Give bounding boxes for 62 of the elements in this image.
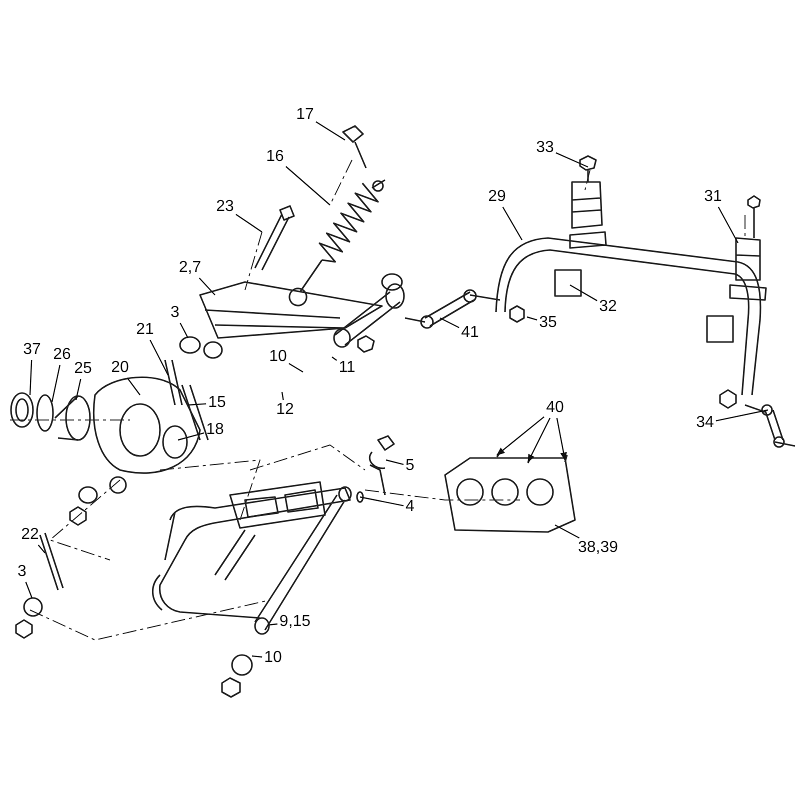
- leader-line: [526, 316, 538, 320]
- leader-line: [554, 524, 580, 539]
- callout-number: 21: [136, 321, 154, 339]
- leader-line: [25, 582, 33, 598]
- leader-line: [332, 356, 338, 361]
- leader-line: [440, 317, 460, 328]
- leader-line: [718, 206, 739, 244]
- callout-number: 37: [23, 341, 41, 359]
- callout-number: 20: [111, 359, 129, 377]
- leader-arrow: [496, 416, 544, 456]
- leader-line: [360, 496, 404, 506]
- leader-line: [268, 623, 278, 626]
- callout-number: 31: [704, 188, 722, 206]
- callout-number: 32: [599, 298, 617, 316]
- callout-number: 41: [461, 324, 479, 342]
- callout-number: 15: [208, 394, 226, 412]
- leader-line: [286, 166, 330, 206]
- callout-number: 26: [53, 346, 71, 364]
- callout-number: 10: [264, 649, 282, 667]
- leader-line: [188, 403, 206, 406]
- callout-number: 33: [536, 139, 554, 157]
- leader-line: [29, 360, 32, 396]
- leader-line: [38, 544, 46, 554]
- leader-line: [75, 378, 82, 400]
- leader-line: [316, 121, 346, 140]
- callout-number: 18: [206, 421, 224, 439]
- callout-number: 2,7: [178, 259, 202, 277]
- callout-number: 40: [546, 399, 564, 417]
- leader-line: [386, 459, 404, 465]
- leader-line: [570, 284, 598, 302]
- callout-number: 4: [406, 498, 414, 516]
- leader-line: [502, 206, 523, 240]
- callout-number: 25: [74, 360, 92, 378]
- leader-arrow: [527, 418, 551, 463]
- callout-number: 3: [18, 563, 26, 581]
- callout-number: 35: [539, 314, 557, 332]
- leader-line: [252, 655, 262, 658]
- leader-line: [281, 392, 284, 400]
- leader-line: [150, 340, 169, 376]
- callout-number: 29: [488, 188, 506, 206]
- callout-number: 5: [406, 457, 414, 475]
- leader-line: [51, 364, 60, 402]
- leader-line: [288, 362, 304, 373]
- leader-line: [556, 152, 588, 168]
- callout-number: 9,15: [279, 613, 311, 631]
- leader-line: [198, 278, 216, 296]
- callout-number: 3: [170, 304, 180, 322]
- callout-number: 38,39: [578, 539, 618, 557]
- callout-number: 23: [216, 198, 234, 216]
- leader-line: [178, 432, 204, 441]
- callout-number: 34: [696, 414, 714, 432]
- callout-number: 11: [338, 359, 356, 377]
- leader-line: [716, 409, 768, 422]
- callout-number: 12: [276, 401, 294, 419]
- callout-number: 22: [21, 526, 39, 544]
- callout-number: 17: [296, 106, 314, 124]
- leader-line: [236, 214, 262, 232]
- leader-line: [180, 322, 189, 338]
- leader-arrow: [556, 418, 567, 461]
- callout-number: 10: [269, 348, 287, 366]
- leader-line: [126, 378, 140, 396]
- callout-number: 16: [266, 148, 284, 166]
